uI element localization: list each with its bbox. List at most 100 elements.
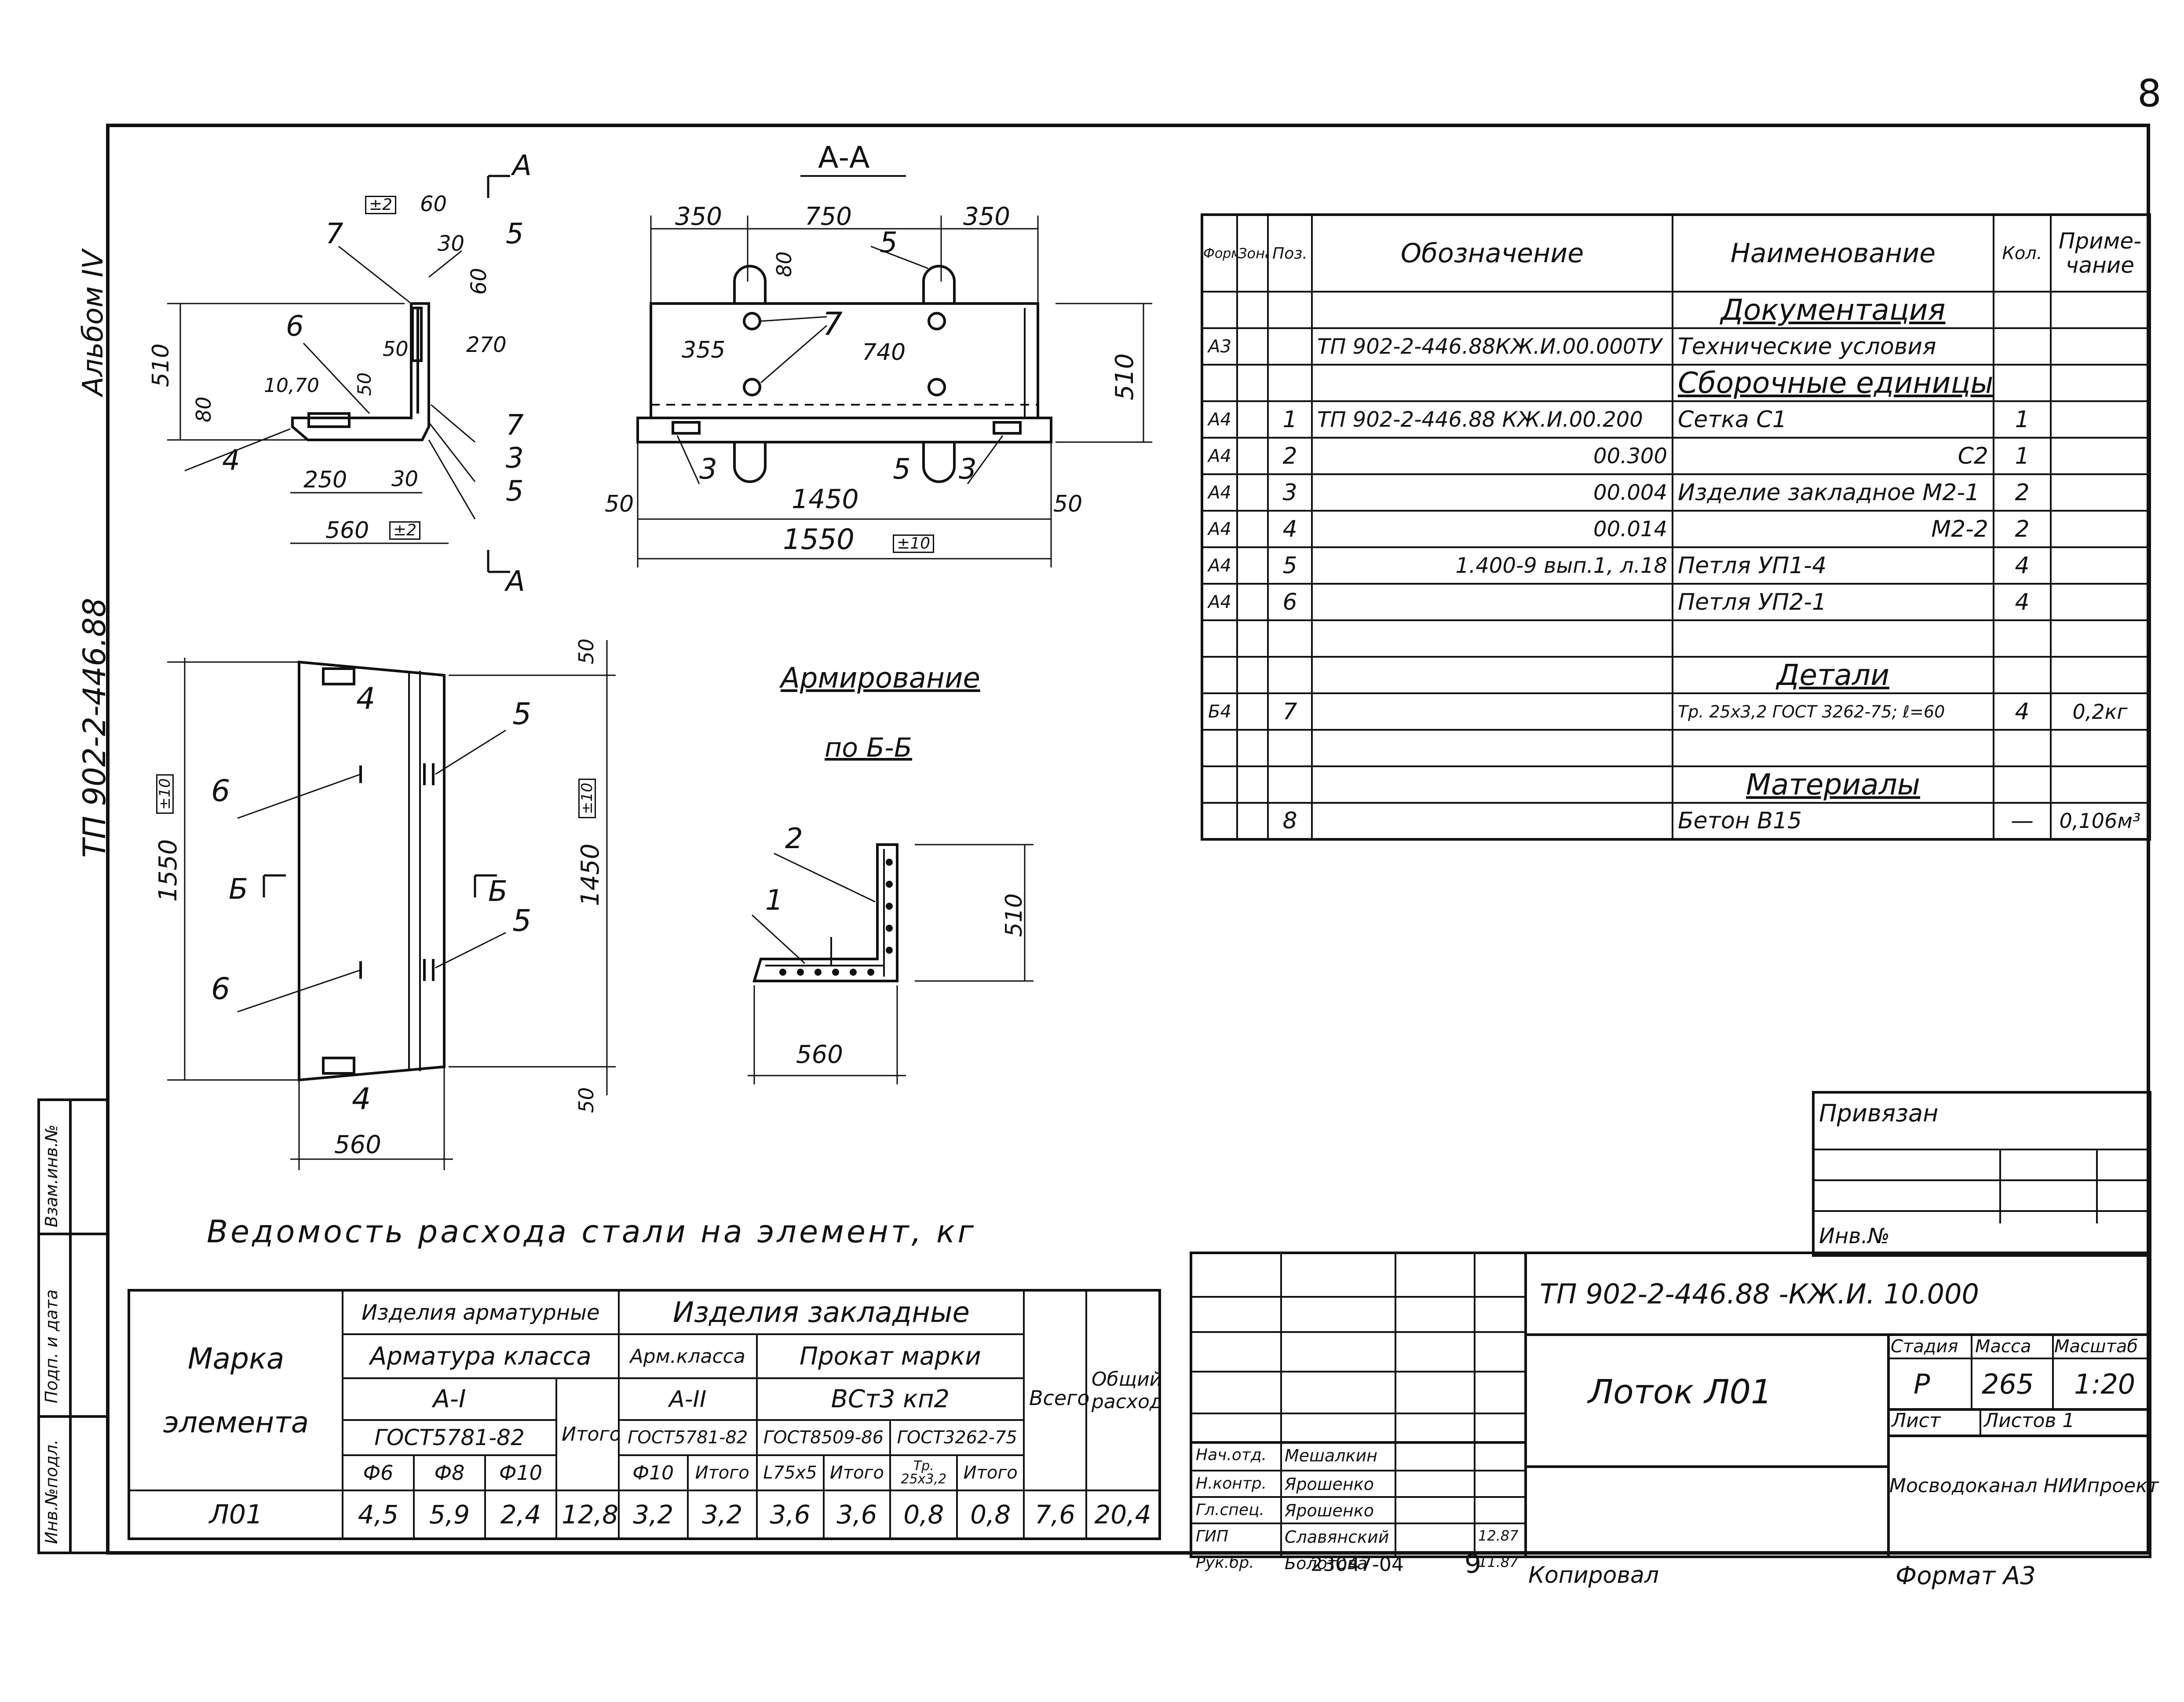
- signatory-role: Нач.отд.: [1196, 1446, 1267, 1464]
- signatory-date: 12.87: [1478, 1527, 1519, 1544]
- spec-cell-qty: [1993, 729, 2052, 767]
- spec-cell-fmt: А4: [1201, 546, 1238, 585]
- spec-cell-zone: [1236, 765, 1269, 804]
- signatory-name: Болотова: [1285, 1554, 1367, 1573]
- spec-cell-pos: [1267, 729, 1313, 767]
- scale-header: Масштаб: [2054, 1336, 2138, 1357]
- spec-cell-name: [1672, 729, 1994, 767]
- spec-cell-note: [2050, 546, 2151, 585]
- steel-cell: 4,5: [342, 1490, 415, 1540]
- spec-cell-zone: [1236, 437, 1269, 475]
- pos-7b: 7: [506, 409, 524, 442]
- steel-header-blank: [1023, 1289, 1087, 1491]
- stage-value: Р: [1914, 1368, 1930, 1400]
- spec-row: Материалы: [1201, 765, 2151, 804]
- spec-cell-qty: 4: [1993, 583, 2052, 621]
- copied-label: Копировал: [1528, 1562, 1659, 1589]
- dim-740: 740: [862, 339, 906, 366]
- pos-6-plan-b: 6: [211, 972, 230, 1007]
- signatory-role: ГИП: [1196, 1527, 1229, 1545]
- steel-header-gost-1: ГОСТ5781-82: [342, 1419, 557, 1456]
- spec-cell-note: [2050, 729, 2151, 767]
- steel-header-arm-class-2: Арм.класса: [617, 1333, 758, 1379]
- spec-cell-code: [1311, 802, 1673, 840]
- spec-cell-pos: 4: [1267, 510, 1313, 548]
- spec-cell-note: [2050, 291, 2151, 329]
- spec-cell-note: 0,106м³: [2050, 802, 2151, 840]
- steel-header-vst: ВСт3 кп2: [756, 1377, 1025, 1421]
- spec-cell-pos: 5: [1267, 546, 1313, 585]
- spec-cell-pos: [1267, 364, 1313, 402]
- spec-cell-pos: [1267, 656, 1313, 694]
- spec-cell-code: 00.014: [1311, 510, 1673, 548]
- spec-cell-code: 00.300: [1311, 437, 1673, 475]
- plan-tol-right: ±10: [578, 779, 596, 818]
- steel-size-f10-a2: Ф10: [617, 1454, 689, 1491]
- section-mark-b-right: Б: [488, 875, 508, 908]
- spec-cell-fmt: А4: [1201, 473, 1238, 512]
- pos-5a: 5: [506, 218, 524, 250]
- steel-size-f8: Ф8: [413, 1454, 486, 1491]
- signatory-name: Мешалкин: [1285, 1446, 1378, 1465]
- spec-cell-zone: [1236, 364, 1269, 402]
- spec-cell-note: 0,2кг: [2050, 692, 2151, 731]
- steel-cell: 3,6: [822, 1490, 891, 1540]
- aa-tol: ±10: [893, 534, 934, 553]
- mass-value: 265: [1982, 1368, 2034, 1400]
- signatory-role: Гл.спец.: [1196, 1501, 1264, 1519]
- steel-cell: 5,9: [413, 1490, 486, 1540]
- spec-cell-fmt: А4: [1201, 400, 1238, 439]
- spec-cell-qty: [1993, 327, 2052, 366]
- dim-750: 750: [805, 202, 852, 231]
- dim-50-aa-right: 50: [1053, 491, 1083, 517]
- steel-cell: 3,2: [687, 1490, 758, 1540]
- steel-cell: 12,8: [555, 1490, 620, 1540]
- spec-cell-qty: 1: [1993, 437, 2052, 475]
- spec-cell-fmt: А4: [1201, 510, 1238, 548]
- steel-size-l75: L75х5: [756, 1454, 825, 1491]
- spec-cell-name: Документация: [1672, 291, 1994, 329]
- pos-4a: 4: [222, 444, 240, 477]
- format-label: Формат А3: [1895, 1562, 2036, 1590]
- signatory-name: Славянский: [1285, 1527, 1389, 1547]
- spec-cell-zone: [1236, 400, 1269, 439]
- dim-510-profile: 510: [148, 343, 174, 387]
- spec-row: Сборочные единицы: [1201, 364, 2151, 402]
- spec-cell-zone: [1236, 802, 1269, 840]
- steel-header-gost-4: ГОСТ3262-75: [889, 1419, 1025, 1456]
- spec-cell-fmt: [1201, 364, 1238, 402]
- spec-cell-zone: [1236, 692, 1269, 731]
- spec-header-code: Обозначение: [1311, 214, 1673, 293]
- steel-cell: 2,4: [484, 1490, 557, 1540]
- spec-cell-pos: 6: [1267, 583, 1313, 621]
- spec-cell-code: [1311, 765, 1673, 804]
- organization: Мосводоканал НИИпроект: [1889, 1475, 2159, 1497]
- margin-stamp-replace: Взам.инв.№: [42, 1124, 61, 1227]
- steel-table: Марка элемента Изделия арматурные Издели…: [128, 1289, 1161, 1540]
- dim-30a: 30: [438, 231, 465, 256]
- spec-cell-note: [2050, 765, 2151, 804]
- spec-cell-qty: 2: [1993, 473, 2052, 512]
- steel-header-itogo-1: Итого: [555, 1377, 620, 1491]
- spec-cell-zone: [1236, 327, 1269, 366]
- spec-cell-note: [2050, 583, 2151, 621]
- project-code-vertical: ТП 902-2-446.88: [77, 597, 113, 858]
- privyazan-box: Привязан Инв.№: [1812, 1091, 2151, 1257]
- spec-cell-qty: 4: [1993, 546, 2052, 585]
- pos-3-aa-right: 3: [959, 453, 977, 486]
- pos-7-aa: 7: [822, 305, 843, 342]
- signatory-role: Н.контр.: [1196, 1475, 1267, 1493]
- spec-cell-fmt: А4: [1201, 437, 1238, 475]
- spec-row: [1201, 729, 2151, 767]
- dim-50-plan-bottom: 50: [574, 1087, 598, 1113]
- spec-header-format: Формат: [1201, 214, 1238, 293]
- page-number: 8: [2137, 72, 2162, 116]
- steel-header-a1: А-I: [342, 1377, 557, 1421]
- dim-350b: 350: [963, 202, 1010, 231]
- spec-cell-note: [2050, 473, 2151, 512]
- spec-cell-pos: [1267, 327, 1313, 366]
- dim-560-profile: 560: [325, 517, 369, 544]
- steel-size-f10: Ф10: [484, 1454, 557, 1491]
